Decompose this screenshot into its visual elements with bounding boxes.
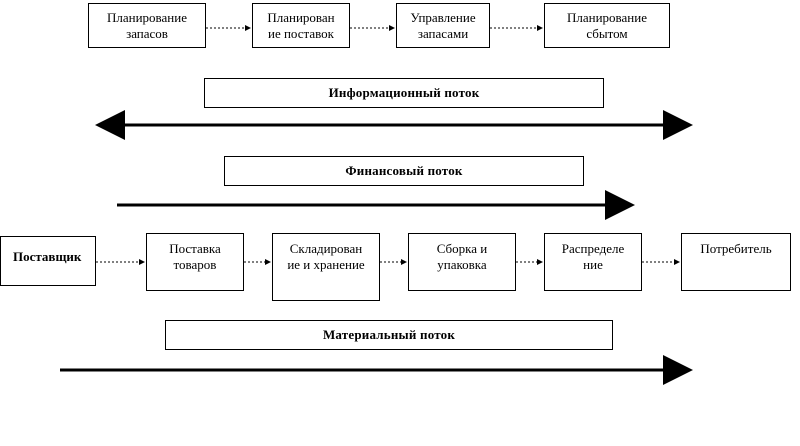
- box-label: запасами: [417, 26, 469, 41]
- box-label: Поставка: [169, 241, 221, 256]
- process-box-supplier: Поставщик: [0, 236, 96, 286]
- box-label: Потребитель: [700, 241, 772, 256]
- process-box-assembly: Сборка и упаковка: [408, 233, 516, 291]
- box-label: ие и хранение: [287, 257, 365, 272]
- process-box-delivery: Поставка товаров: [146, 233, 244, 291]
- process-box-distribution: Распределе ние: [544, 233, 642, 291]
- band-label: Информационный поток: [328, 85, 480, 100]
- box-label: Распределе: [561, 241, 625, 256]
- planning-box-stock-management: Управление запасами: [396, 3, 490, 48]
- box-label: ие поставок: [267, 26, 334, 41]
- box-label: Поставщик: [13, 249, 82, 264]
- material-flow-band: Материальный поток: [165, 320, 613, 350]
- box-label: ние: [583, 257, 603, 272]
- box-label: Планирование: [107, 10, 187, 25]
- planning-box-inventory: Планирование запасов: [88, 3, 206, 48]
- box-label: упаковка: [437, 257, 487, 272]
- box-label: Планирование: [567, 10, 647, 25]
- box-label: запасов: [126, 26, 168, 41]
- planning-box-supply: Планирован ие поставок: [252, 3, 350, 48]
- band-label: Материальный поток: [322, 327, 456, 342]
- box-label: сбытом: [586, 26, 628, 41]
- information-flow-band: Информационный поток: [204, 78, 604, 108]
- process-box-warehousing: Складирован ие и хранение: [272, 233, 380, 301]
- box-label: товаров: [173, 257, 217, 272]
- box-label: Складирован: [289, 241, 363, 256]
- box-label: Сборка и: [436, 241, 488, 256]
- box-label: Планирован: [267, 10, 335, 25]
- band-label: Финансовый поток: [345, 163, 463, 178]
- process-box-consumer: Потребитель: [681, 233, 791, 291]
- financial-flow-band: Финансовый поток: [224, 156, 584, 186]
- planning-box-sales: Планирование сбытом: [544, 3, 670, 48]
- box-label: Управление: [410, 10, 476, 25]
